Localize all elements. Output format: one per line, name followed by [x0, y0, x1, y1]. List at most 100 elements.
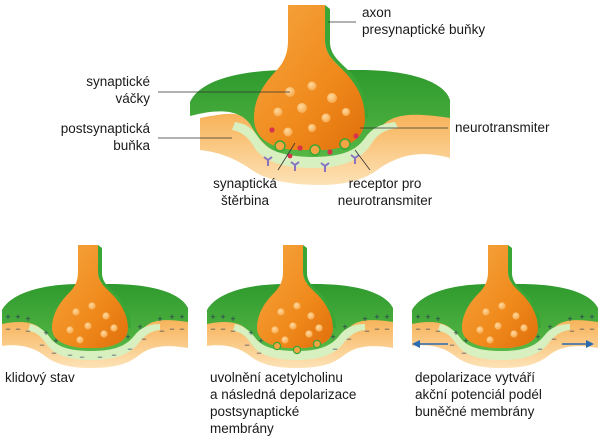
vesicle — [494, 322, 502, 330]
charge-sign: − — [346, 334, 351, 344]
vesicle — [292, 345, 302, 355]
charge-sign: − — [79, 352, 84, 362]
panel-caption-line: membrány — [210, 421, 274, 436]
axon-membrane — [325, 5, 368, 118]
state-panel-3: ++++++++++−−−−−−−−−−depolarizace vytváří… — [412, 245, 598, 419]
vesicle — [512, 312, 520, 320]
vesicle — [482, 308, 490, 316]
panel-caption-line: akční potenciál podél — [415, 387, 542, 402]
charge-sign: + — [220, 312, 225, 322]
charge-sign: + — [435, 314, 440, 324]
charge-sign: − — [169, 324, 174, 334]
charge-sign: − — [461, 348, 466, 358]
charge-sign: − — [579, 324, 584, 334]
vesicle — [273, 107, 283, 117]
vesicle — [277, 308, 285, 316]
vesicle — [327, 93, 337, 103]
charge-sign: + — [330, 332, 335, 342]
panel-caption-line: klidový stav — [5, 370, 75, 385]
charge-sign: − — [111, 350, 116, 360]
charge-sign: − — [67, 350, 72, 360]
charge-sign: − — [415, 324, 420, 334]
postsynaptic-cell — [200, 113, 450, 185]
charge-sign: − — [332, 344, 337, 354]
vesicle — [339, 138, 351, 150]
charge-sign: − — [569, 326, 574, 336]
charge-sign: − — [39, 340, 44, 350]
charge-sign: − — [425, 324, 430, 334]
charge-sign: + — [157, 314, 162, 324]
charge-sign: + — [463, 336, 468, 346]
vesicle — [271, 326, 279, 334]
charge-sign: − — [179, 324, 184, 334]
axon-terminal — [462, 245, 538, 348]
charge-sign: − — [97, 352, 102, 362]
charge-sign: − — [159, 326, 164, 336]
right-arrow-head — [586, 340, 594, 348]
charge-sign: + — [137, 322, 142, 332]
charge-sign: + — [374, 312, 379, 322]
left-arrow-head — [412, 340, 420, 348]
vesicle — [274, 140, 286, 152]
charge-sign: − — [141, 334, 146, 344]
vesicle — [283, 127, 293, 137]
vesicle — [281, 336, 289, 344]
charge-sign: + — [362, 314, 367, 324]
charge-sign: + — [15, 312, 20, 322]
neurotransmitter-molecule — [287, 153, 293, 159]
main-synapse — [190, 5, 450, 185]
charge-sign: + — [258, 336, 263, 346]
charge-sign: + — [5, 312, 10, 322]
vesicle — [297, 103, 307, 113]
vesicle — [312, 339, 322, 349]
vesicle — [486, 336, 494, 344]
axon-membrane — [303, 245, 336, 328]
vesicle — [72, 308, 80, 316]
charge-sign: + — [589, 312, 594, 322]
charge-sign: + — [25, 314, 30, 324]
receptor — [320, 162, 330, 172]
vesicle — [307, 312, 315, 320]
charge-sign: − — [230, 326, 235, 336]
charge-sign: + — [342, 322, 347, 332]
panel-caption-line: uvolnění acetylcholinu — [210, 370, 343, 385]
vesicle — [309, 144, 321, 156]
fusing-vesicles — [274, 138, 351, 156]
charge-sign: − — [589, 324, 594, 334]
vesicle — [476, 326, 484, 334]
charge-sign: − — [5, 324, 10, 334]
vesicle — [321, 113, 331, 123]
state-panels: ++++++++++−−−−−−−−−−−−−−klidový stav++++… — [2, 245, 598, 436]
neurotransmitter-label: neurotransmiter — [455, 120, 550, 135]
vesicle — [308, 124, 316, 132]
neurotransmitter-molecule — [353, 133, 359, 139]
charge-sign: − — [256, 348, 261, 358]
charge-sign: − — [210, 324, 215, 334]
receptor — [350, 154, 360, 164]
charge-sign: + — [415, 312, 420, 322]
axon-terminal — [52, 245, 128, 348]
panel-caption-line: postsynaptické — [210, 404, 299, 419]
vesicle — [342, 108, 350, 116]
charge-sign: + — [53, 336, 58, 346]
state-panel-1: ++++++++++−−−−−−−−−−−−−−klidový stav — [2, 245, 188, 385]
charge-sign: + — [43, 328, 48, 338]
panel-caption-line: buněčné membrány — [415, 404, 535, 419]
neurotransmitter-molecule — [327, 149, 333, 155]
charge-sign: − — [15, 324, 20, 334]
synaptic-cleft — [233, 324, 365, 360]
charge-sign: − — [435, 326, 440, 336]
vesicle — [88, 302, 96, 310]
charge-sign: + — [547, 322, 552, 332]
vesicle — [272, 341, 282, 351]
neurotransmitter-molecule — [297, 145, 303, 151]
charge-sign: − — [220, 324, 225, 334]
panel-caption-line: depolarizace vytváří — [415, 370, 535, 385]
vesicle — [102, 312, 110, 320]
vesicle — [305, 330, 313, 338]
